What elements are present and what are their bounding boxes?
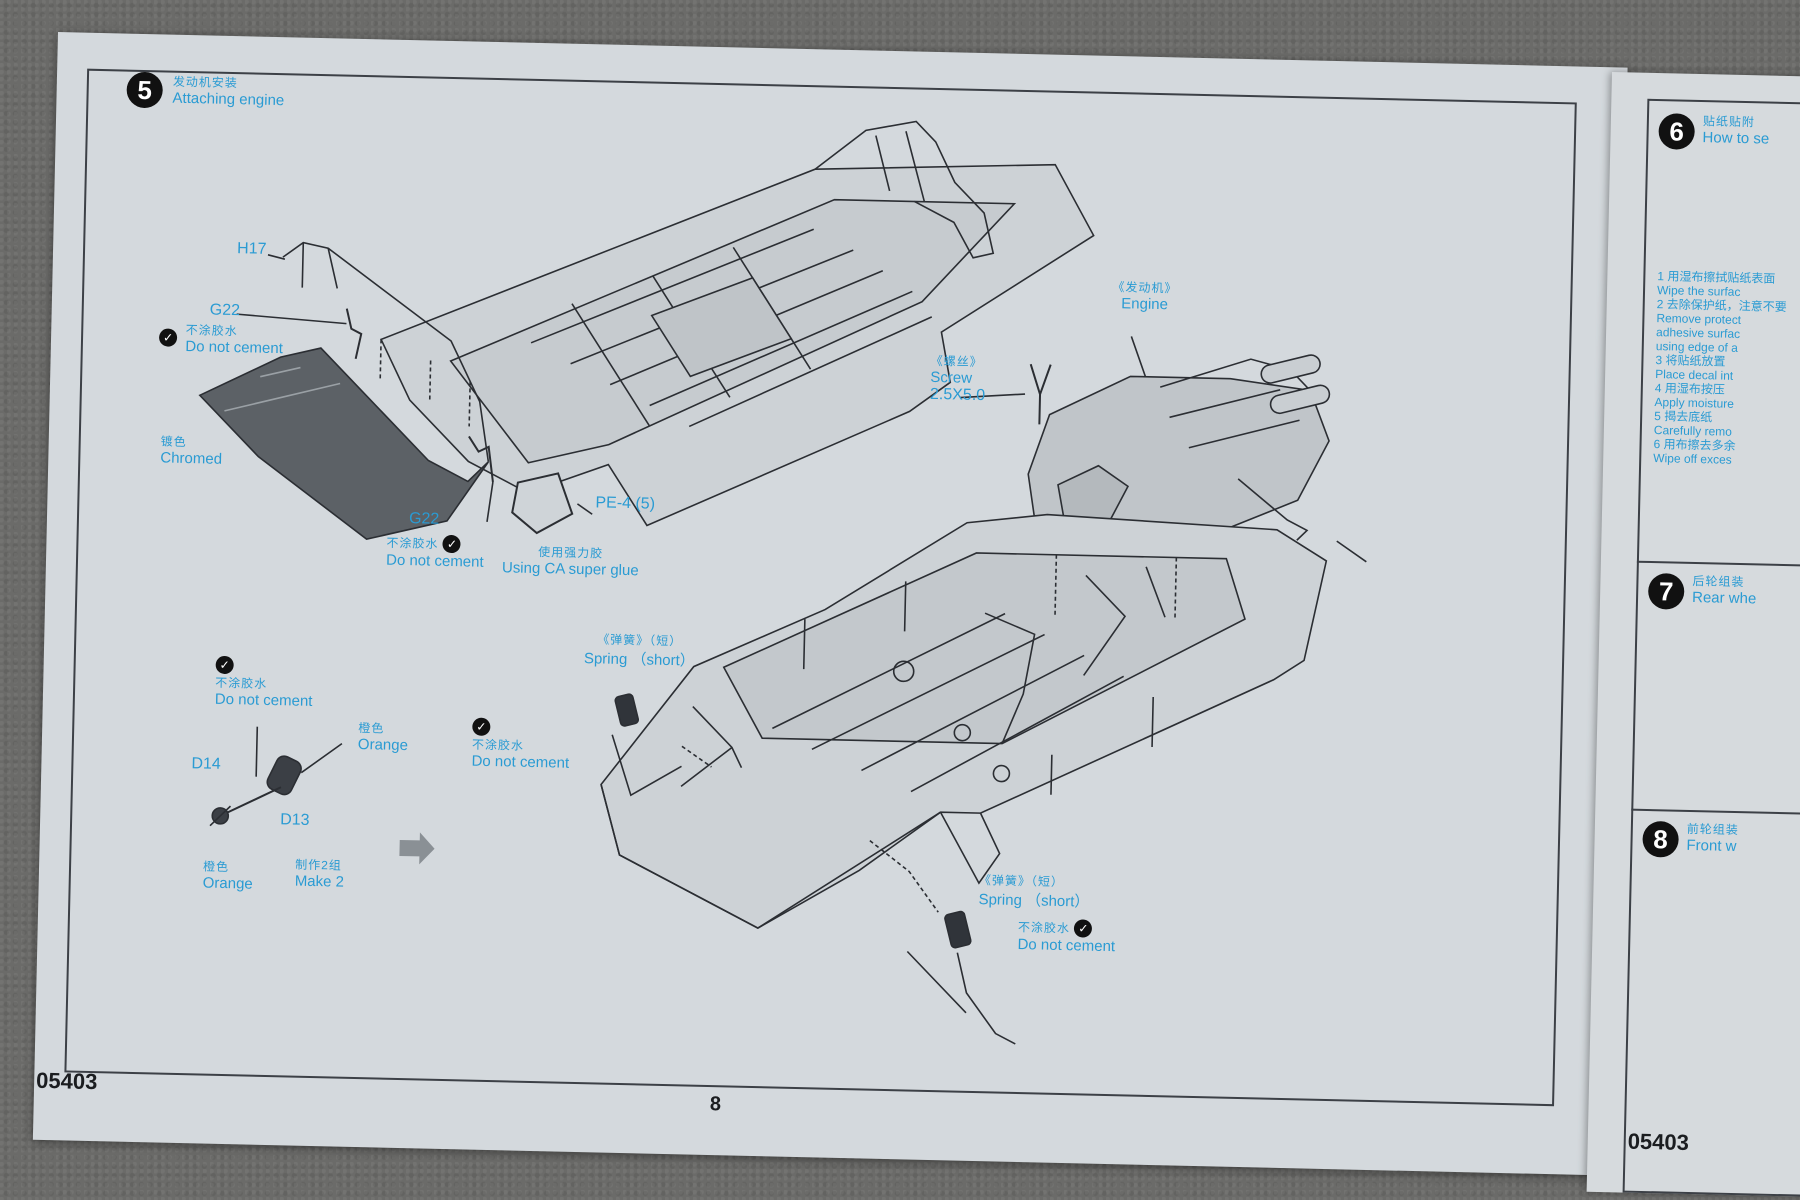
no-cement-cn: 不涂胶水 bbox=[471, 737, 525, 753]
chromed-note: 镀色 Chromed bbox=[160, 432, 222, 467]
part-label-pe4: PE-4 (5) bbox=[595, 494, 656, 513]
instruction-page-left: 5 发动机安装 Attaching engine bbox=[32, 32, 1628, 1176]
screw-label: 《螺丝》 Screw 2.5X5.0 bbox=[930, 352, 986, 405]
step-8-title-cn: 前轮组装 bbox=[1686, 821, 1740, 838]
orange-note-1: 橙色 Orange bbox=[358, 719, 409, 754]
chromed-en: Chromed bbox=[160, 449, 223, 468]
no-cement-note-1: ✓ 不涂胶水 Do not cement bbox=[158, 320, 284, 358]
orange-cn: 橙色 bbox=[202, 859, 230, 875]
screw-size: 2.5X5.0 bbox=[929, 385, 986, 405]
part-label-d13: D13 bbox=[279, 811, 310, 829]
right-page-frame bbox=[1622, 98, 1800, 1199]
make-2-en: Make 2 bbox=[294, 872, 345, 891]
screw-cn: 《螺丝》 bbox=[930, 353, 983, 370]
no-cement-icon: ✓ bbox=[215, 655, 234, 675]
orange-cn: 橙色 bbox=[358, 720, 385, 736]
step-6-title-cn: 贴纸贴附 bbox=[1702, 114, 1756, 130]
step-7-title-cn: 后轮组装 bbox=[1692, 573, 1745, 590]
no-cement-en: Do not cement bbox=[1017, 936, 1116, 956]
ca-glue-en: Using CA super glue bbox=[501, 559, 639, 580]
step-6-title-en: How to se bbox=[1702, 129, 1770, 148]
no-cement-icon: ✓ bbox=[442, 534, 462, 554]
no-cement-note-4: ✓ 不涂胶水 Do not cement bbox=[214, 655, 314, 711]
assembly-diagram bbox=[198, 120, 1367, 1045]
step-7-title: 后轮组装 Rear whe bbox=[1692, 572, 1757, 607]
spring-en: Spring （short） bbox=[583, 650, 695, 670]
page-number: 8 bbox=[709, 1093, 722, 1116]
make-2-note: 制作2组 Make 2 bbox=[295, 856, 345, 891]
no-cement-note-5: 不涂胶水 ✓ Do not cement bbox=[1017, 918, 1115, 955]
step-8-title: 前轮组装 Front w bbox=[1686, 820, 1739, 855]
no-cement-cn: 不涂胶水 bbox=[1017, 920, 1071, 936]
ca-glue-note: 使用强力胶 Using CA super glue bbox=[502, 542, 639, 579]
step-8-title-en: Front w bbox=[1686, 836, 1737, 856]
no-cement-en: Do not cement bbox=[214, 690, 313, 711]
screw-en: Screw bbox=[930, 368, 973, 387]
part-label-g22-bottom: G22 bbox=[408, 510, 440, 528]
no-cement-note-3: ✓ 不涂胶水 Do not cement bbox=[471, 717, 570, 773]
part-label-d14: D14 bbox=[191, 755, 221, 773]
engine-cn: 《发动机》 bbox=[1112, 279, 1178, 296]
spring-label-rear: 《弹簧》（短） Spring （short） bbox=[978, 871, 1090, 912]
no-cement-icon: ✓ bbox=[1074, 919, 1093, 938]
orange-en: Orange bbox=[202, 874, 253, 893]
part-label-g22-top: G22 bbox=[209, 301, 241, 320]
engine-label: 《发动机》 Engine bbox=[1112, 278, 1178, 313]
orange-note-2: 橙色 Orange bbox=[203, 858, 254, 893]
engine-en: Engine bbox=[1121, 295, 1169, 314]
make-2-cn: 制作2组 bbox=[295, 857, 343, 873]
chromed-cn: 镀色 bbox=[160, 434, 187, 450]
no-cement-cn: 不涂胶水 bbox=[185, 322, 238, 339]
no-cement-cn: 不涂胶水 bbox=[386, 535, 439, 551]
step-6-title: 贴纸贴附 How to se bbox=[1702, 112, 1769, 148]
no-cement-note-2: 不涂胶水 ✓ Do not cement bbox=[386, 534, 484, 571]
no-cement-en: Do not cement bbox=[471, 752, 570, 773]
kit-code-right: 05403 bbox=[1627, 1128, 1690, 1156]
no-cement-en: Do not cement bbox=[185, 337, 284, 358]
spring-en: Spring （short） bbox=[978, 891, 1090, 911]
no-cement-icon: ✓ bbox=[158, 328, 178, 347]
no-cement-icon: ✓ bbox=[472, 717, 491, 736]
no-cement-en: Do not cement bbox=[385, 551, 484, 572]
kit-code-left: 05403 bbox=[35, 1067, 98, 1095]
orange-en: Orange bbox=[357, 735, 409, 755]
spring-label-front: 《弹簧》（短） Spring （short） bbox=[584, 630, 696, 671]
part-label-h17: H17 bbox=[236, 240, 267, 258]
no-cement-cn: 不涂胶水 bbox=[215, 675, 268, 692]
step-7-title-en: Rear whe bbox=[1691, 588, 1757, 608]
